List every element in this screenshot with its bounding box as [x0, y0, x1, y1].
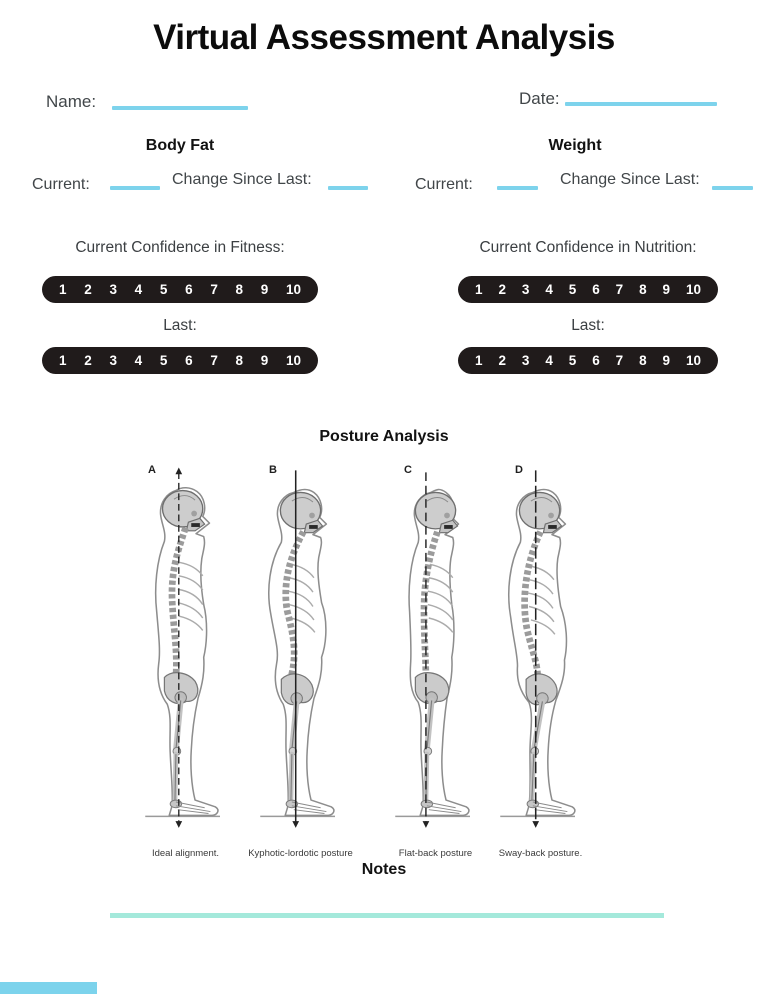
posture-diagram: A: [0, 460, 768, 870]
scale-number-8[interactable]: 8: [639, 282, 647, 297]
scale-number-1[interactable]: 1: [59, 353, 67, 368]
scale-number-9[interactable]: 9: [662, 353, 671, 368]
scale-number-7[interactable]: 7: [210, 353, 218, 368]
scale-number-2[interactable]: 2: [498, 353, 506, 368]
name-input-line[interactable]: [112, 106, 248, 110]
figure-label: D: [515, 464, 523, 476]
scale-number-5[interactable]: 5: [159, 353, 168, 368]
scale-number-1[interactable]: 1: [59, 282, 67, 297]
scale-number-9[interactable]: 9: [260, 282, 269, 297]
body-fat-change-line[interactable]: [328, 186, 368, 190]
body-fat-current-line[interactable]: [110, 186, 160, 190]
notes-input-line[interactable]: [110, 913, 664, 918]
scale-number-1[interactable]: 1: [475, 282, 483, 297]
posture-heading: Posture Analysis: [319, 428, 449, 445]
scale-number-9[interactable]: 9: [260, 353, 269, 368]
posture-kyphotic-illustration: [260, 470, 335, 828]
notes-heading: Notes: [361, 861, 407, 878]
figure-label: B: [269, 464, 277, 476]
figure-label: C: [404, 464, 412, 476]
nutrition-last-label: Last:: [571, 317, 605, 334]
scale-number-2[interactable]: 2: [84, 282, 92, 297]
figure-caption: Flat-back posture: [398, 848, 473, 859]
body-fat-change-label: Change Since Last:: [172, 171, 312, 188]
weight-current-line[interactable]: [497, 186, 538, 190]
scale-number-1[interactable]: 1: [475, 353, 483, 368]
scale-number-4[interactable]: 4: [545, 282, 553, 297]
figure-caption: Sway-back posture.: [498, 848, 583, 859]
figure-caption: Kyphotic-lordotic posture: [248, 848, 353, 859]
fitness-confidence-label: Current Confidence in Fitness:: [75, 239, 285, 256]
date-input-line[interactable]: [565, 102, 717, 106]
weight-change-label: Change Since Last:: [560, 171, 700, 188]
scale-number-2[interactable]: 2: [498, 282, 506, 297]
posture-sway-back-illustration: [500, 470, 576, 828]
posture-figure-sway-back: D: [483, 460, 598, 860]
scale-number-3[interactable]: 3: [521, 353, 530, 368]
scale-number-7[interactable]: 7: [615, 282, 624, 297]
scale-number-6[interactable]: 6: [185, 353, 193, 368]
scale-number-10[interactable]: 10: [685, 353, 701, 368]
scale-number-4[interactable]: 4: [134, 282, 143, 297]
posture-figure-kyphotic-lordotic: B: [243, 460, 358, 860]
scale-number-6[interactable]: 6: [592, 282, 600, 297]
posture-ideal-illustration: [145, 467, 220, 828]
scale-number-10[interactable]: 10: [285, 353, 301, 368]
name-label: Name:: [46, 92, 97, 111]
figure-label: A: [148, 464, 156, 476]
scale-number-8[interactable]: 8: [235, 282, 244, 297]
scale-number-10[interactable]: 10: [685, 282, 701, 297]
fitness-last-label: Last:: [163, 317, 197, 334]
body-fat-heading: Body Fat: [145, 137, 215, 154]
scale-number-3[interactable]: 3: [521, 282, 530, 297]
scale-number-4[interactable]: 4: [134, 353, 143, 368]
scale-number-8[interactable]: 8: [639, 353, 647, 368]
scale-number-6[interactable]: 6: [185, 282, 193, 297]
scale-number-2[interactable]: 2: [84, 353, 92, 368]
scale-number-5[interactable]: 5: [159, 282, 168, 297]
scale-number-3[interactable]: 3: [109, 282, 117, 297]
figure-caption: Ideal alignment.: [151, 848, 220, 859]
scale-number-7[interactable]: 7: [615, 353, 624, 368]
fitness-last-scale[interactable]: 1 2 3 4 5 6 7 8 9 10: [42, 347, 318, 374]
scale-number-6[interactable]: 6: [592, 353, 600, 368]
bottom-accent-bar: [0, 982, 97, 994]
weight-current-label: Current:: [415, 176, 473, 193]
scale-number-4[interactable]: 4: [545, 353, 553, 368]
scale-number-3[interactable]: 3: [109, 353, 117, 368]
scale-number-7[interactable]: 7: [210, 282, 218, 297]
posture-figure-flat-back: C: [378, 460, 493, 860]
posture-figure-ideal: A: [128, 460, 243, 860]
weight-change-line[interactable]: [712, 186, 753, 190]
fitness-current-scale[interactable]: 1 2 3 4 5 6 7 8 9 10: [42, 276, 318, 303]
weight-heading: Weight: [548, 137, 602, 154]
date-label: Date:: [519, 89, 560, 108]
nutrition-confidence-label: Current Confidence in Nutrition:: [479, 239, 697, 256]
scale-number-8[interactable]: 8: [235, 353, 244, 368]
scale-number-5[interactable]: 5: [568, 353, 577, 368]
scale-number-9[interactable]: 9: [662, 282, 671, 297]
scale-number-5[interactable]: 5: [568, 282, 577, 297]
page-title: Virtual Assessment Analysis: [153, 18, 615, 57]
body-fat-current-label: Current:: [32, 176, 90, 193]
scale-number-10[interactable]: 10: [285, 282, 301, 297]
posture-flat-back-illustration: [395, 472, 470, 828]
